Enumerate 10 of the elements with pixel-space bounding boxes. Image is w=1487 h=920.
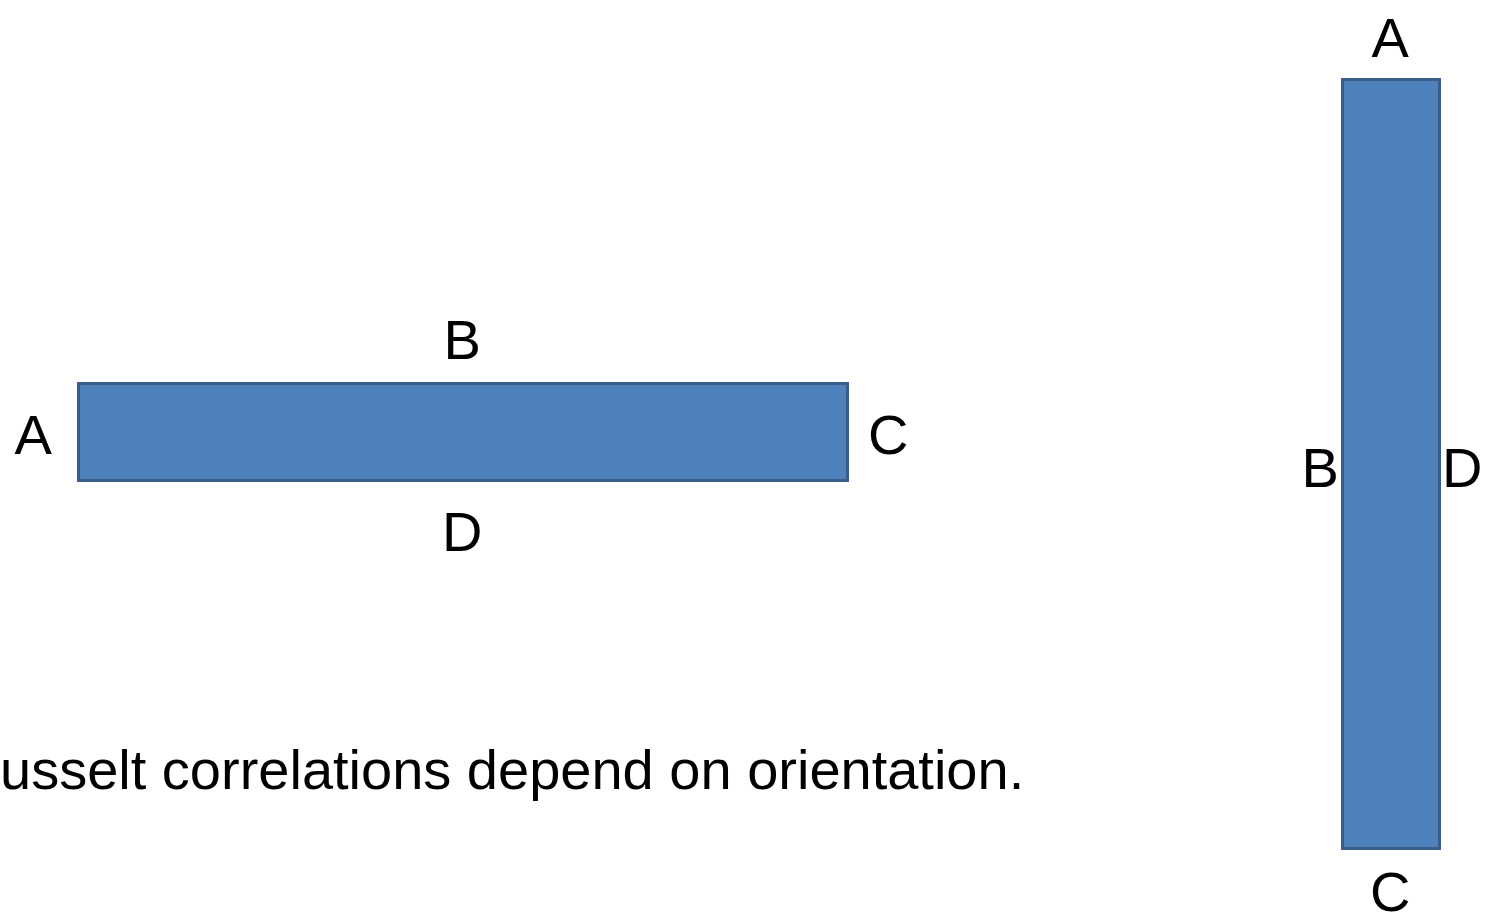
edge-letter: C [1370, 864, 1411, 920]
plate-bar [77, 382, 849, 482]
edge-letter: D [442, 504, 483, 560]
edge-letter: D [1442, 440, 1483, 496]
plate-bar [1341, 78, 1441, 850]
edge-letter: B [443, 312, 481, 368]
edge-letter: C [868, 407, 909, 463]
edge-letter: A [1371, 10, 1409, 66]
edge-letter: B [1301, 440, 1339, 496]
edge-letter: A [14, 407, 52, 463]
